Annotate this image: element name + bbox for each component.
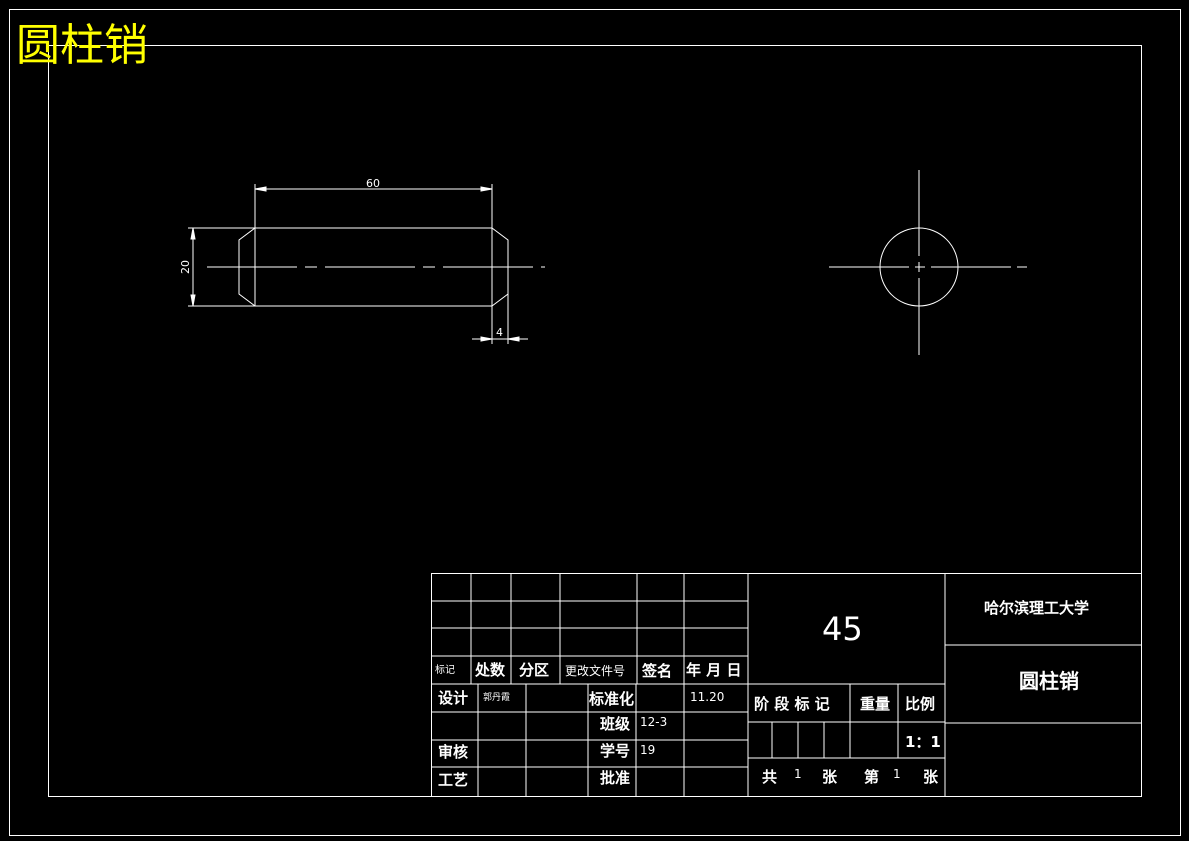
material-value: 45 <box>822 610 863 648</box>
drawing-title: 圆柱销 <box>16 20 148 71</box>
weight-label: 重量 <box>860 695 890 713</box>
rev-header-count: 处数 <box>474 661 506 679</box>
dim-length-text: 60 <box>366 177 380 190</box>
student-id-label: 学号 <box>600 742 630 760</box>
title-block-grid <box>431 573 1142 797</box>
student-id-value: 19 <box>640 743 655 757</box>
dim-chamfer-arrow-left <box>480 336 493 342</box>
rev-header-mark: 标记 <box>435 664 455 676</box>
stage-label: 阶 段 标 记 <box>754 695 830 713</box>
sheet-unit-2: 张 <box>923 768 939 786</box>
part-name: 圆柱销 <box>1019 669 1079 693</box>
sheet-no: 1 <box>893 767 901 781</box>
design-label: 设计 <box>438 689 468 707</box>
approve-label: 批准 <box>600 769 630 787</box>
class-label: 班级 <box>600 715 631 733</box>
pin-end-view <box>829 170 1028 355</box>
standardize-label: 标准化 <box>588 690 634 708</box>
rev-header-zone: 分区 <box>519 661 549 679</box>
school-name: 哈尔滨理工大学 <box>984 599 1089 617</box>
outer-frame <box>9 9 1181 836</box>
sheet-label: 第 <box>864 768 879 786</box>
rev-header-date: 年 月 日 <box>686 661 741 679</box>
dim-length-arrow-left <box>254 186 267 192</box>
dim-dia-arrow-top <box>190 227 196 240</box>
review-label: 审核 <box>438 743 468 761</box>
rev-header-docno: 更改文件号 <box>565 663 625 678</box>
pin-front-view <box>188 184 545 344</box>
dim-dia-text: 20 <box>179 260 192 274</box>
total-label: 共 <box>762 768 777 786</box>
scale-value: 1：1 <box>905 733 941 751</box>
date-value: 11.20 <box>690 690 724 704</box>
designer-name: 郭丹霞 <box>483 691 510 703</box>
process-label: 工艺 <box>438 771 468 789</box>
scale-label: 比例 <box>905 695 935 713</box>
sheet-unit-1: 张 <box>822 768 838 786</box>
dim-chamfer-arrow-right <box>507 336 520 342</box>
total-sheets: 1 <box>794 767 802 781</box>
class-value: 12-3 <box>640 715 667 729</box>
dim-chamfer-text: 4 <box>496 326 503 339</box>
dim-length-arrow-right <box>480 186 493 192</box>
dim-dia-arrow-bottom <box>190 294 196 307</box>
rev-header-sign: 签名 <box>641 662 672 680</box>
